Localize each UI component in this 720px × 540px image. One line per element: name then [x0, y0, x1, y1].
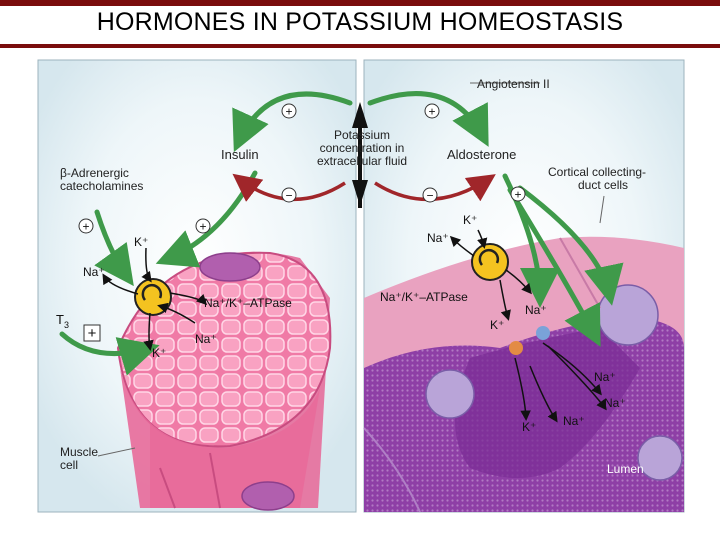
- svg-text:+: +: [285, 105, 292, 119]
- cortical-label-line2: duct cells: [578, 178, 628, 192]
- catecholamines-label: catecholamines: [60, 179, 143, 193]
- t3-label: T3: [56, 312, 69, 330]
- aldosterone-label: Aldosterone: [447, 147, 516, 162]
- insulin-label: Insulin: [221, 147, 259, 162]
- beta-adrenergic-label: β-Adrenergic: [60, 166, 129, 180]
- muscle-pump: [134, 278, 172, 316]
- duct-na-out-label: Na⁺: [427, 231, 449, 245]
- plus-sign-aldosterone: +: [424, 103, 440, 119]
- muscle-k-out-label: K⁺: [152, 346, 166, 360]
- potassium-updown-arrow: [352, 102, 368, 208]
- lumen-k-label: K⁺: [522, 420, 536, 434]
- angiotensin-label: Angiotensin II: [477, 77, 550, 91]
- potassium-label-line3: extracellular fluid: [317, 154, 407, 168]
- svg-text:+: +: [428, 105, 435, 119]
- muscle-label-line2: cell: [60, 458, 78, 472]
- duct-k-label: K⁺: [490, 318, 504, 332]
- stimulatory-arrows: [59, 91, 624, 376]
- title-bar-top-stripe: [0, 0, 720, 6]
- plus-sign-t3: +: [83, 324, 101, 342]
- potassium-label-line1: Potassium: [334, 128, 390, 142]
- title-bar-bottom-stripe: [0, 44, 720, 48]
- duct-pump: [471, 243, 509, 281]
- lumen-na-label-3: Na⁺: [563, 414, 585, 428]
- svg-text:−: −: [285, 189, 292, 203]
- page-title: HORMONES IN POTASSIUM HOMEOSTASIS: [96, 8, 624, 36]
- minus-sign-aldosterone: −: [422, 187, 438, 203]
- duct-pump-label: Na⁺/K⁺–ATPase: [380, 290, 468, 304]
- muscle-na-out-label: Na⁺: [83, 265, 105, 279]
- lumen-label: Lumen: [607, 462, 644, 476]
- plus-sign-duct: +: [510, 186, 526, 202]
- lumen-na-label-2: Na⁺: [604, 396, 626, 410]
- svg-text:+: +: [514, 188, 521, 202]
- duct-na-label: Na⁺: [525, 303, 547, 317]
- title-bar: HORMONES IN POTASSIUM HOMEOSTASIS: [0, 0, 720, 48]
- potassium-label-line2: concentration in: [320, 141, 405, 155]
- plus-sign-insulin: +: [281, 103, 297, 119]
- plus-sign-beta-right: +: [195, 218, 211, 234]
- svg-text:−: −: [426, 189, 433, 203]
- muscle-k-in-label: K⁺: [134, 235, 148, 249]
- muscle-na-in-label: Na⁺: [195, 332, 217, 346]
- ion-flow-arrows: [102, 229, 607, 423]
- potassium-homeostasis-diagram: + + − − + + + + Angiotensin II Potassium…: [37, 59, 685, 513]
- muscle-pump-label: Na⁺/K⁺–ATPase: [204, 296, 292, 310]
- plus-sign-beta-left: +: [78, 218, 94, 234]
- muscle-label-line1: Muscle: [60, 445, 98, 459]
- svg-text:+: +: [82, 220, 89, 234]
- minus-sign-insulin: −: [281, 187, 297, 203]
- lumen-na-label-1: Na⁺: [594, 370, 616, 384]
- duct-k-in-label: K⁺: [463, 213, 477, 227]
- svg-text:+: +: [199, 220, 206, 234]
- svg-text:+: +: [88, 325, 97, 342]
- cortical-label-line1: Cortical collecting-: [548, 165, 646, 179]
- leader-lines: [97, 82, 605, 457]
